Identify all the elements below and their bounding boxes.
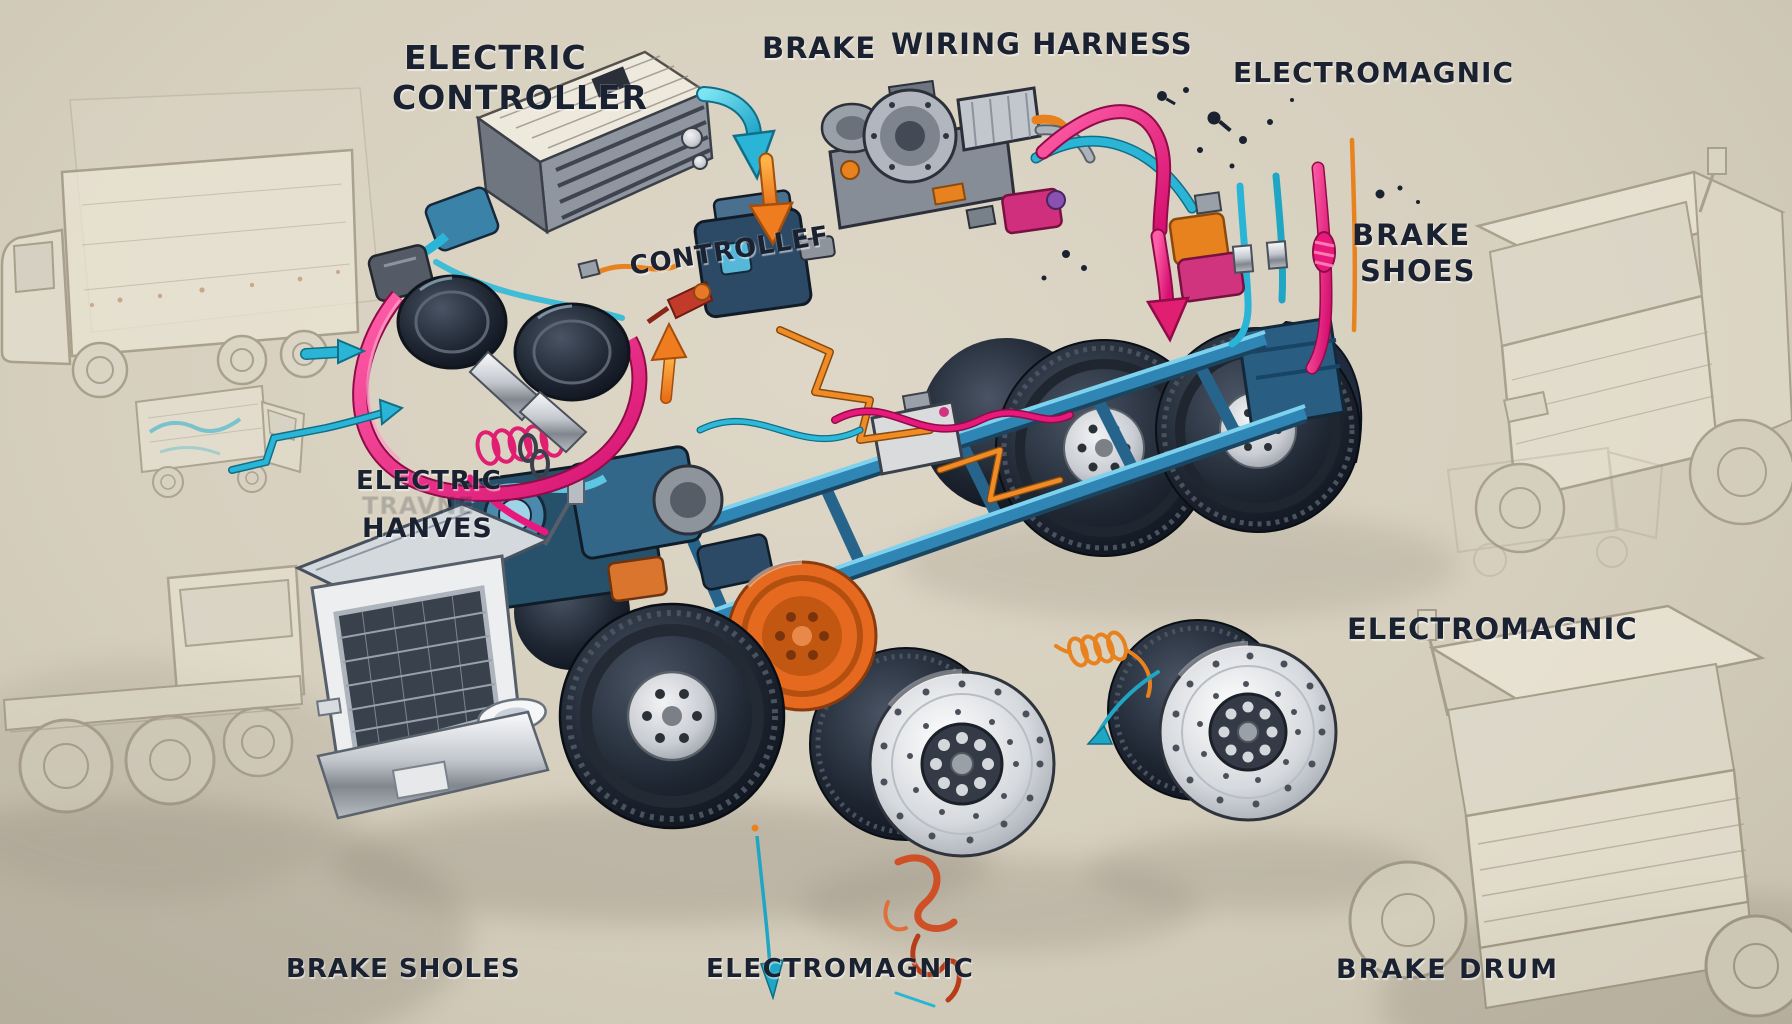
pink-arrow-down bbox=[1145, 228, 1190, 343]
label-brake-sholes-bottom: BRAKE SHOLES bbox=[286, 954, 521, 984]
brake-valve-device bbox=[577, 189, 836, 325]
label-electric-hanves-line1: ELECTRIC bbox=[356, 466, 502, 496]
right-cables bbox=[1030, 104, 1358, 375]
brake-rotor-left bbox=[809, 647, 1056, 858]
teal-arrow-bottom bbox=[751, 824, 785, 1001]
orange-arrow-up bbox=[650, 321, 688, 404]
teal-zigzag-cable bbox=[228, 398, 405, 474]
label-brake-shoes-right-line1: BRAKE bbox=[1352, 218, 1472, 252]
cyan-arrow-top bbox=[696, 86, 776, 182]
sketch-truck-top-right bbox=[1474, 147, 1792, 554]
right-junction-boxes bbox=[1168, 191, 1336, 303]
rotor-coil-wires bbox=[1054, 630, 1160, 745]
electromagnet-drums bbox=[396, 274, 631, 479]
sketch-truck-ghost-right bbox=[1446, 446, 1664, 577]
ink-flecks bbox=[1041, 87, 1420, 281]
label-electric-controller-line1: ELECTRIC bbox=[404, 38, 587, 77]
electric-controller-box bbox=[367, 50, 714, 302]
cyan-arrow-left bbox=[300, 338, 367, 365]
label-electromagnic-bottom: ELECTROMAGNIC bbox=[706, 954, 975, 984]
sketch-truck-mid-left bbox=[134, 384, 306, 498]
label-brake-drum-bottom: BRAKE DRUM bbox=[1336, 954, 1560, 985]
front-wheel bbox=[558, 602, 786, 830]
pump-assembly bbox=[820, 79, 1096, 235]
label-electromagnic-right: ELECTROMAGNIC bbox=[1347, 612, 1638, 646]
label-electric-controller-line2: CONTROLLER bbox=[392, 78, 648, 117]
label-wiring-harness: WIRING HARNESS bbox=[891, 27, 1193, 61]
brake-rotor-right bbox=[1107, 619, 1338, 822]
sketch-truck-bottom-left bbox=[2, 564, 306, 814]
sketch-truck-bottom-right bbox=[1348, 604, 1792, 1018]
label-electric-hanves-line2-faded: TRAVNE bbox=[362, 492, 475, 520]
label-electric-hanves-line3: HANVES bbox=[362, 513, 493, 544]
orange-scribble bbox=[883, 854, 962, 1008]
orange-arrow-down bbox=[747, 152, 795, 247]
label-brake-shoes-right-line2: SHOES bbox=[1360, 254, 1476, 288]
sketch-truck-top-left bbox=[0, 148, 360, 399]
label-electromagnic-top: ELECTROMAGNIC bbox=[1233, 56, 1515, 89]
label-brake-top: BRAKE bbox=[762, 31, 877, 65]
pink-cable-loop bbox=[352, 290, 648, 502]
truck-cab bbox=[294, 477, 585, 820]
